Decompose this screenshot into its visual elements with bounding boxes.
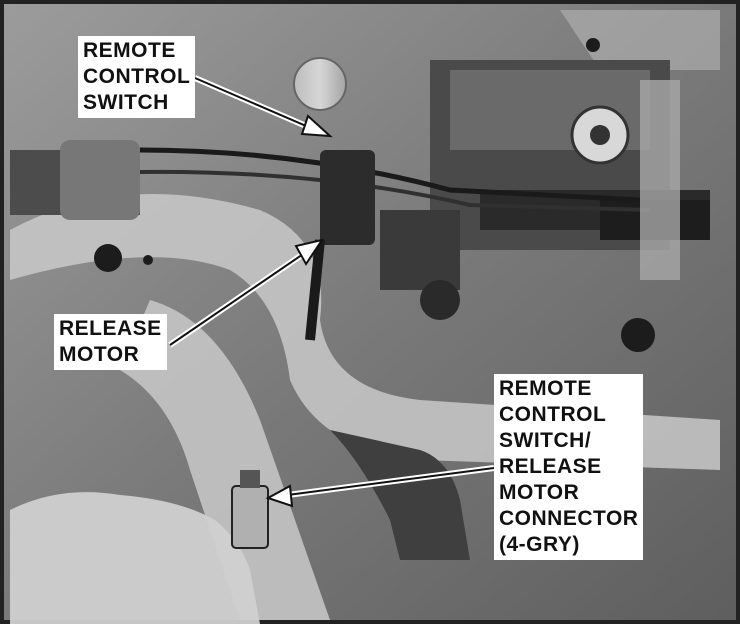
callout-line: REMOTE <box>83 39 176 62</box>
callout-line: MOTOR <box>499 481 580 504</box>
callout-line: SWITCH/ <box>499 429 592 452</box>
callout-line: (4-GRY) <box>499 533 580 556</box>
callout-line: CONTROL <box>499 403 607 426</box>
arrow-remote-control-switch <box>193 75 333 138</box>
callout-release-motor: RELEASE MOTOR <box>54 314 167 370</box>
callout-connector: REMOTE CONTROL SWITCH/ RELEASE MOTOR CON… <box>494 374 644 560</box>
callout-line: CONTROL <box>83 65 191 88</box>
callout-line: MOTOR <box>59 343 140 366</box>
callout-remote-control-switch: REMOTE CONTROL SWITCH <box>78 36 196 118</box>
callout-line: RELEASE <box>499 455 602 478</box>
callout-line: REMOTE <box>499 377 592 400</box>
callout-line: SWITCH <box>83 91 169 114</box>
callout-line: CONNECTOR <box>499 507 639 530</box>
arrow-connector <box>265 465 495 508</box>
callout-line: RELEASE <box>59 317 162 340</box>
arrow-release-motor <box>168 238 325 348</box>
